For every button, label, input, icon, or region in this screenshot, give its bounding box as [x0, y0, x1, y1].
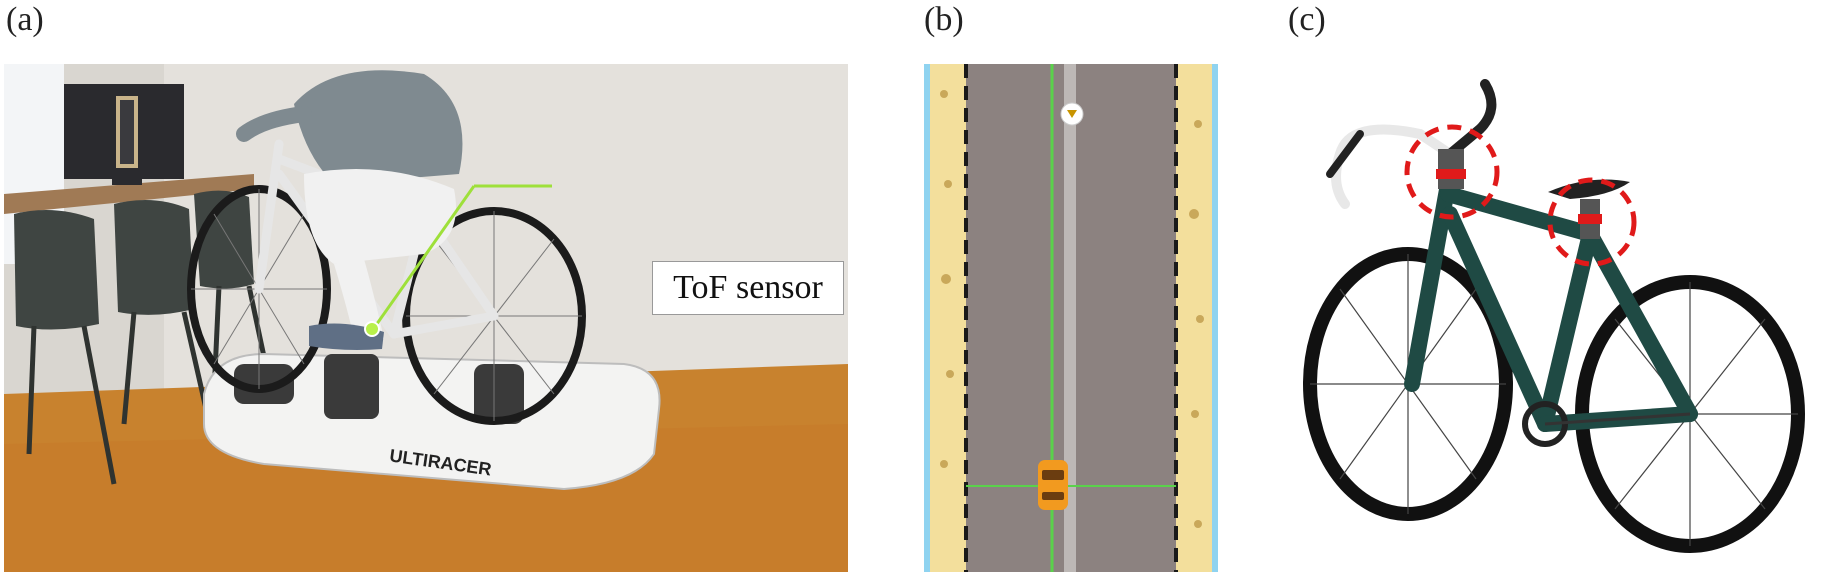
tof-sensor-label: ToF sensor — [652, 261, 844, 315]
panel-label-b: (b) — [924, 1, 964, 38]
road-simulation-illustration — [924, 64, 1218, 572]
panel-label-a: (a) — [6, 1, 44, 38]
trainer-photo: ULTIRACER ToF sensor — [4, 64, 848, 572]
car-icon — [1038, 460, 1068, 510]
road-simulation — [924, 64, 1218, 572]
panel-label-c: (c) — [1288, 1, 1326, 38]
bicycle-model — [1290, 64, 1840, 572]
trainer-photo-illustration: ULTIRACER — [4, 64, 848, 572]
bicycle-model-illustration — [1303, 79, 1805, 553]
